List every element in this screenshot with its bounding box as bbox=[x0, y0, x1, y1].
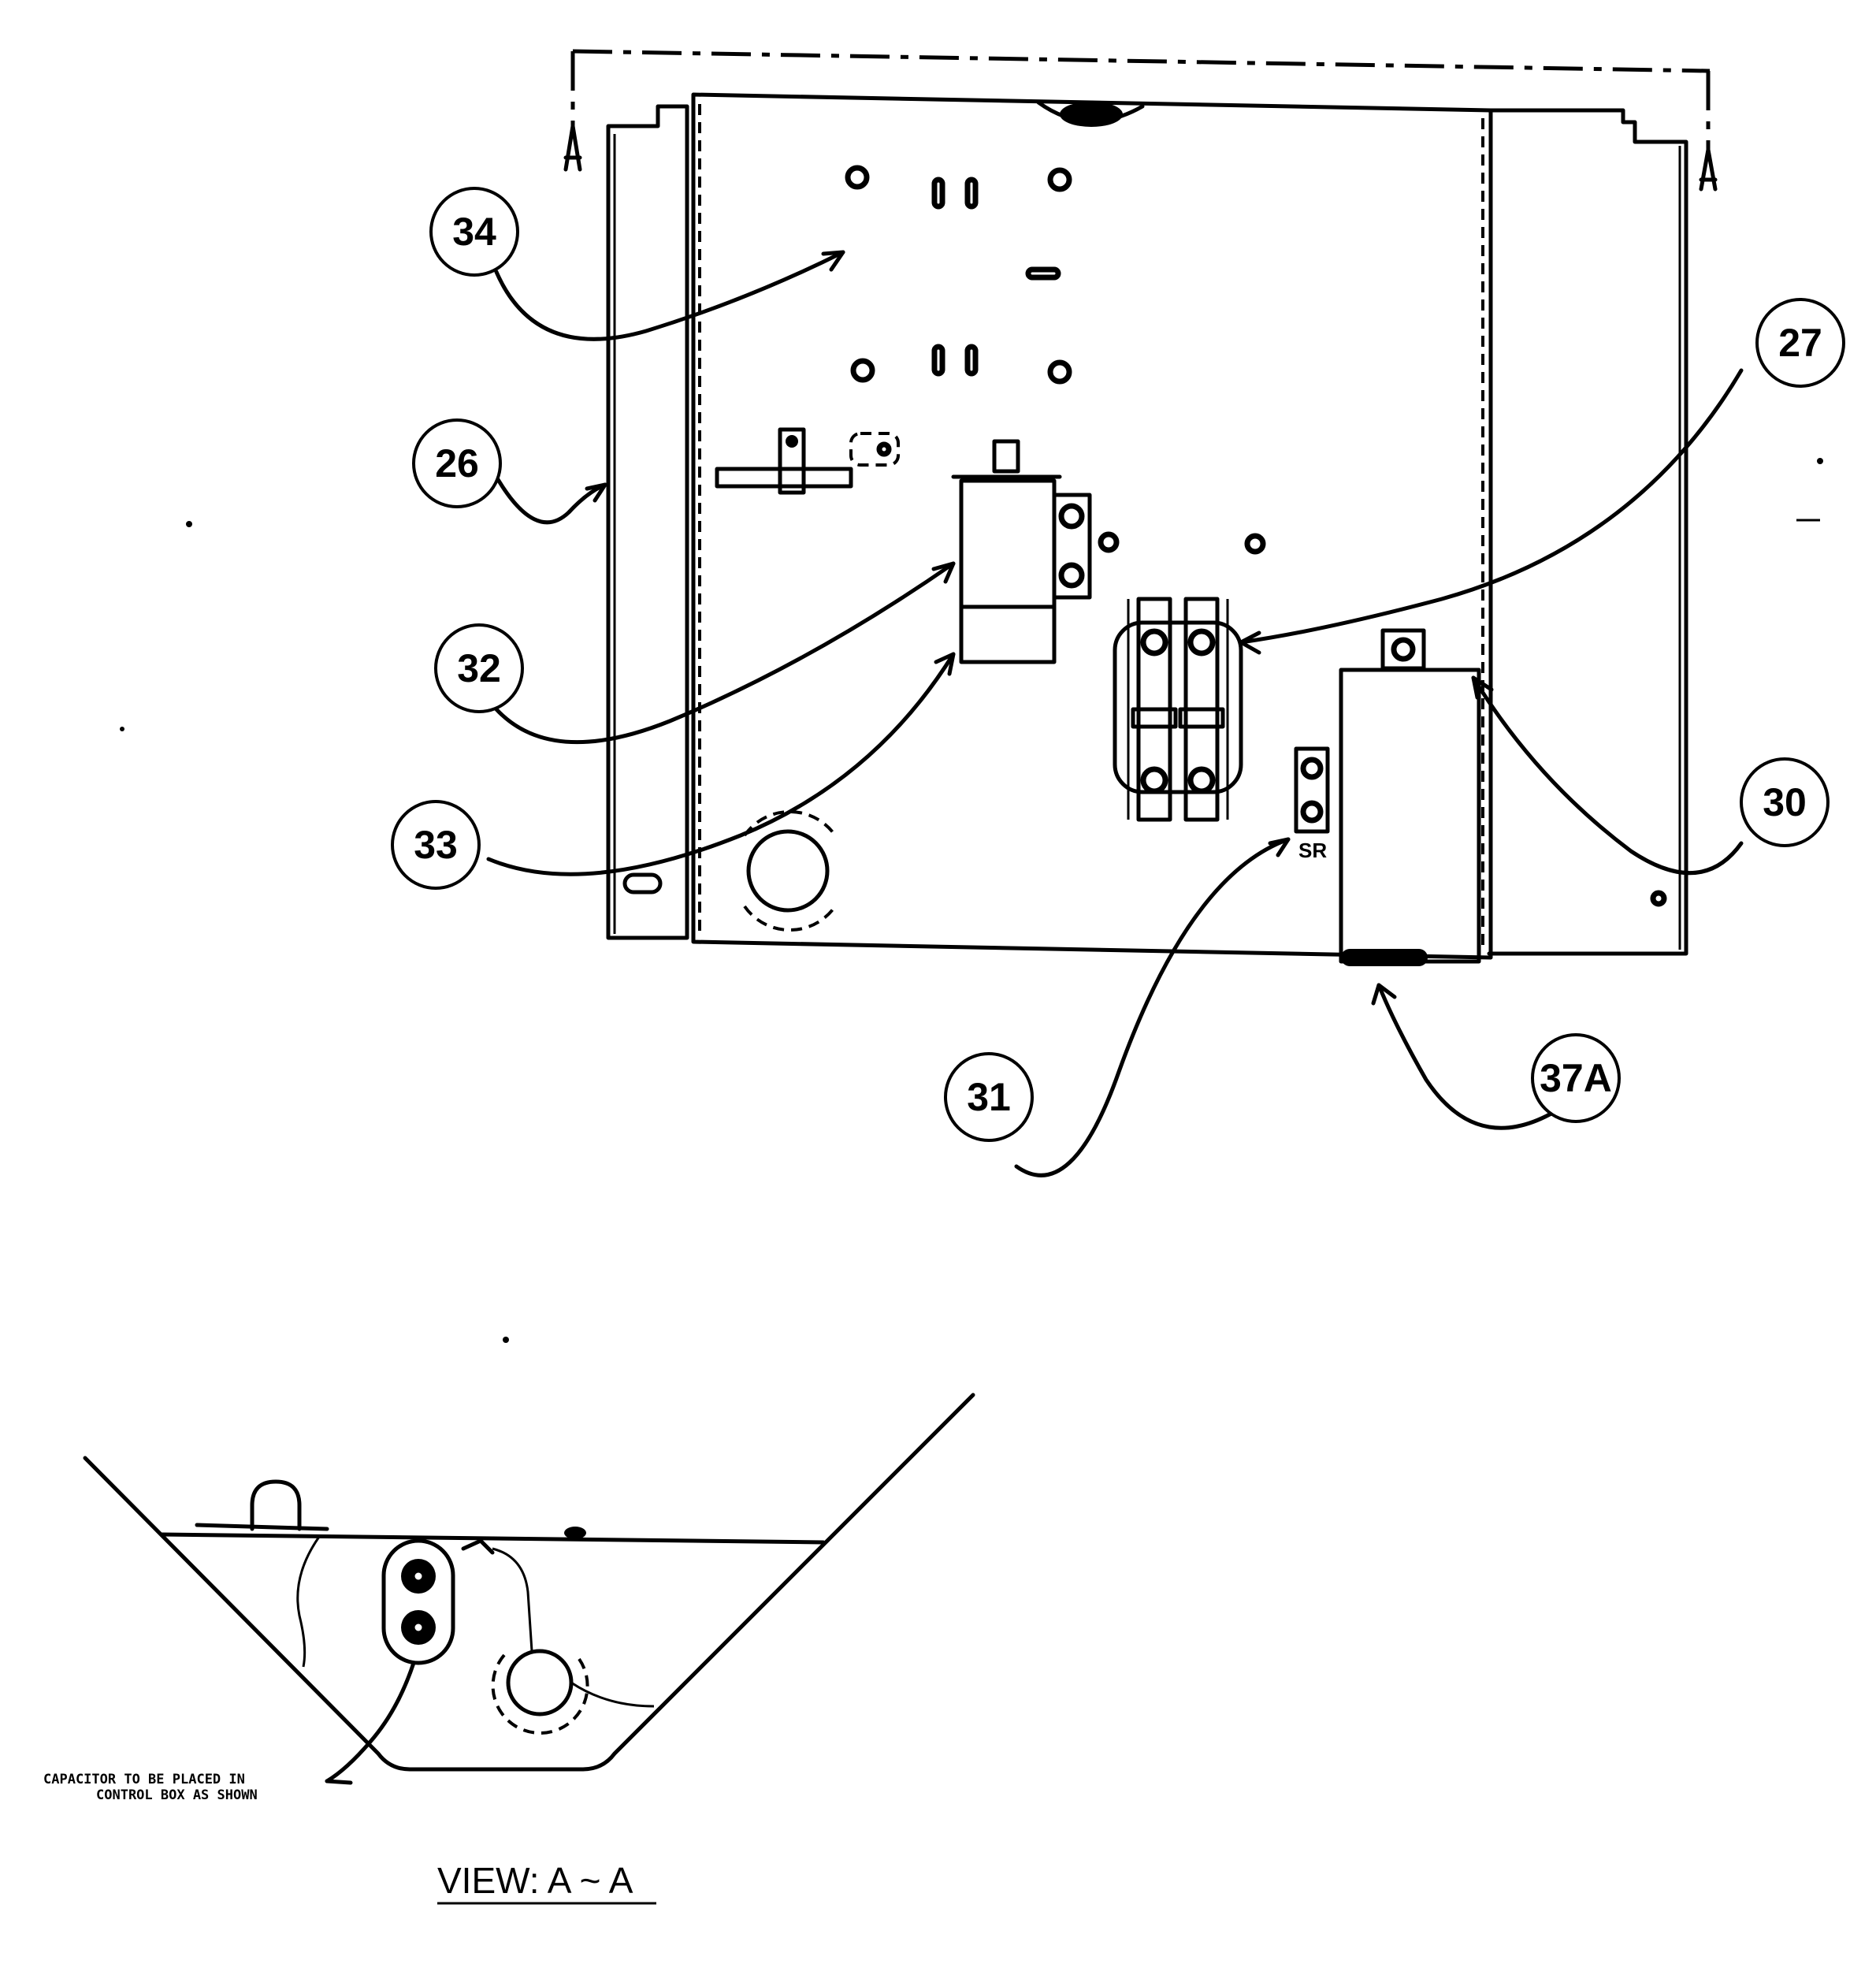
capacitor-component bbox=[1339, 628, 1481, 966]
callout-33: 33 bbox=[391, 800, 481, 890]
callout-27-label: 27 bbox=[1778, 321, 1822, 365]
view-a-a-section bbox=[83, 1393, 975, 1785]
callout-30-label: 30 bbox=[1763, 780, 1807, 824]
callout-37a-label: 37A bbox=[1540, 1056, 1612, 1100]
callout-32: 32 bbox=[434, 623, 524, 713]
leader-lines bbox=[486, 250, 1744, 1177]
view-label: VIEW: A ~ A bbox=[437, 1860, 633, 1901]
callout-30: 30 bbox=[1740, 757, 1830, 847]
terminal-sr-label: SR bbox=[1298, 839, 1327, 862]
scan-speckles bbox=[120, 458, 1823, 1343]
note-line-1: CAPACITOR TO BE PLACED IN bbox=[43, 1772, 245, 1787]
relay-component bbox=[951, 439, 1092, 664]
note-line-2: CONTROL BOX AS SHOWN bbox=[96, 1787, 258, 1803]
callout-37a: 37A bbox=[1531, 1033, 1621, 1123]
callout-31-label: 31 bbox=[967, 1075, 1011, 1119]
mounting-holes bbox=[845, 165, 1266, 555]
callout-31: 31 bbox=[944, 1052, 1034, 1142]
callout-27: 27 bbox=[1755, 298, 1845, 388]
callout-32-label: 32 bbox=[457, 646, 501, 690]
callout-26: 26 bbox=[412, 418, 502, 508]
contactor-component bbox=[1113, 597, 1243, 822]
capacitor-note: CAPACITOR TO BE PLACED IN CONTROL BOX AS… bbox=[43, 1772, 258, 1803]
section-cut-line bbox=[563, 49, 1718, 192]
enclosure-outline bbox=[606, 104, 1688, 956]
mounting-plate bbox=[691, 92, 1667, 960]
view-label-group: VIEW: A ~ A bbox=[437, 1860, 656, 1905]
knockout-component bbox=[743, 809, 837, 932]
callout-34: 34 bbox=[429, 187, 519, 277]
terminal-block-component: SR bbox=[1294, 746, 1330, 862]
callout-33-label: 33 bbox=[414, 823, 458, 867]
callout-34-label: 34 bbox=[452, 210, 496, 254]
callout-26-label: 26 bbox=[435, 441, 479, 485]
bracket-component bbox=[715, 427, 900, 495]
